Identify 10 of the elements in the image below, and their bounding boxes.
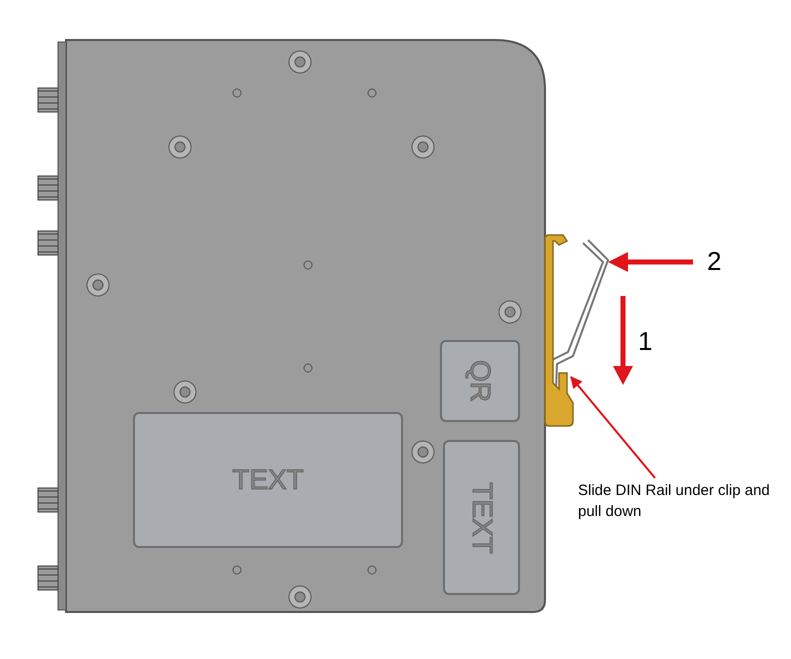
plate-text: TEXT (232, 464, 304, 496)
label-plate (443, 440, 520, 595)
step-number: 2 (707, 246, 722, 277)
label-plate (440, 340, 520, 422)
instruction-text: Slide DIN Rail under clip and pull down (578, 480, 778, 522)
step-number: 1 (638, 326, 652, 357)
leader-line (570, 376, 656, 479)
label-plate (133, 412, 403, 548)
plate-text: QR (464, 360, 496, 402)
plate-text: TEXT (466, 482, 498, 554)
